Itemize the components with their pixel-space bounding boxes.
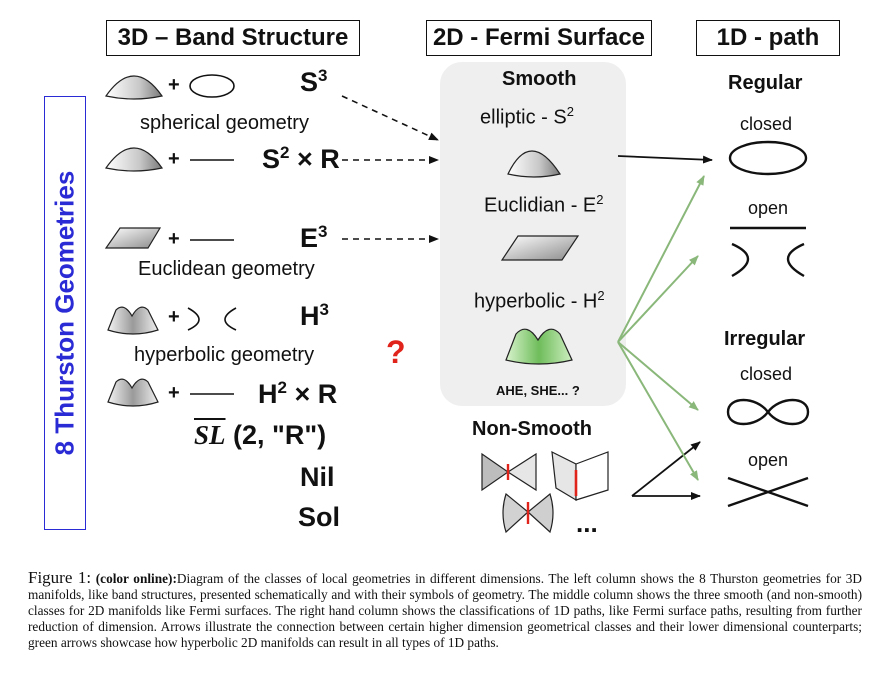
h3-hyperbola-icon: [187, 307, 237, 331]
arrow-s3-to-smooth: [341, 95, 439, 141]
header-2d-fermi-surface: 2D - Fermi Surface: [426, 20, 652, 56]
label-regular-closed: closed: [740, 114, 793, 134]
header-1d-path: 1D - path: [696, 20, 840, 56]
regular-closed-ellipse-icon: [728, 140, 808, 176]
label-hyperbolic-geometry: hyperbolic geometry: [134, 344, 315, 366]
euclidian-plate-icon: [500, 235, 580, 261]
non-smooth-hourglass-icon: [481, 452, 537, 492]
label-irregular-closed: closed: [740, 364, 793, 384]
h3-saddle-icon: [107, 306, 159, 335]
label-smooth: Smooth: [502, 68, 577, 90]
non-smooth-bowtie-icon: [502, 492, 554, 534]
e3-plate-icon: [104, 227, 162, 249]
arrow-smooth-to-regular-closed: [617, 155, 713, 164]
label-spherical-geometry: spherical geometry: [140, 112, 309, 134]
caption-text: Diagram of the classes of local geometri…: [28, 571, 863, 650]
regular-open-hyperbola-icon: [731, 242, 805, 278]
caption-figure-number: Figure 1:: [28, 568, 92, 587]
non-smooth-folded-icon: [551, 450, 609, 502]
irregular-closed-figure-eight-icon: [726, 398, 810, 426]
label-irregular: Irregular: [724, 328, 806, 350]
green-arrows-hyperbolic: [617, 175, 705, 481]
caption-color-online: (color online):: [95, 571, 177, 586]
label-euclidean-geometry: Euclidean geometry: [138, 258, 315, 280]
thurston-title-frame: 8 Thurston Geometries: [44, 96, 86, 530]
label-ahe-she: AHE, SHE... ?: [496, 383, 580, 398]
label-regular: Regular: [728, 72, 803, 94]
label-regular-open: open: [748, 198, 789, 218]
figure-caption: Figure 1: (color online):Diagram of the …: [28, 568, 863, 651]
symbol-h2-x-r: H2 × R: [258, 378, 338, 409]
label-elliptic: elliptic - S2: [480, 104, 574, 129]
plus-sign-s2r: +: [168, 148, 180, 170]
header-3d-band-structure: 3D – Band Structure: [106, 20, 360, 56]
non-smooth-ellipsis: ...: [576, 508, 598, 538]
irregular-open-cross-icon: [727, 476, 809, 508]
symbol-sol: Sol: [298, 502, 341, 532]
plus-sign-h2r: +: [168, 382, 180, 404]
non-smooth-arrows: [631, 441, 701, 500]
hyperbolic-green-saddle-icon: [505, 328, 573, 365]
symbol-nil: Nil: [300, 462, 335, 492]
label-hyperbolic-h2: hyperbolic - H2: [474, 288, 605, 313]
plus-sign-h3: +: [168, 306, 180, 328]
symbol-s3: S3: [300, 66, 328, 97]
symbol-sl2r: SL (2, "R"): [194, 420, 327, 450]
symbol-e3: E3: [300, 222, 328, 253]
label-euclidian: Euclidian - E2: [484, 192, 604, 217]
h2r-saddle-icon: [107, 378, 159, 407]
label-irregular-open: open: [748, 450, 789, 470]
elliptic-dome-icon: [507, 150, 561, 178]
s3-dome-icon: [104, 75, 164, 100]
s2r-dome-icon: [104, 147, 164, 172]
question-mark-red: ?: [386, 334, 406, 370]
s3-circle-icon: [189, 74, 235, 98]
plus-sign-s3: +: [168, 74, 180, 96]
plus-sign-e3: +: [168, 228, 180, 250]
symbol-h3: H3: [300, 300, 329, 331]
label-non-smooth: Non-Smooth: [472, 418, 592, 440]
symbol-s2-x-r: S2 × R: [262, 143, 340, 174]
